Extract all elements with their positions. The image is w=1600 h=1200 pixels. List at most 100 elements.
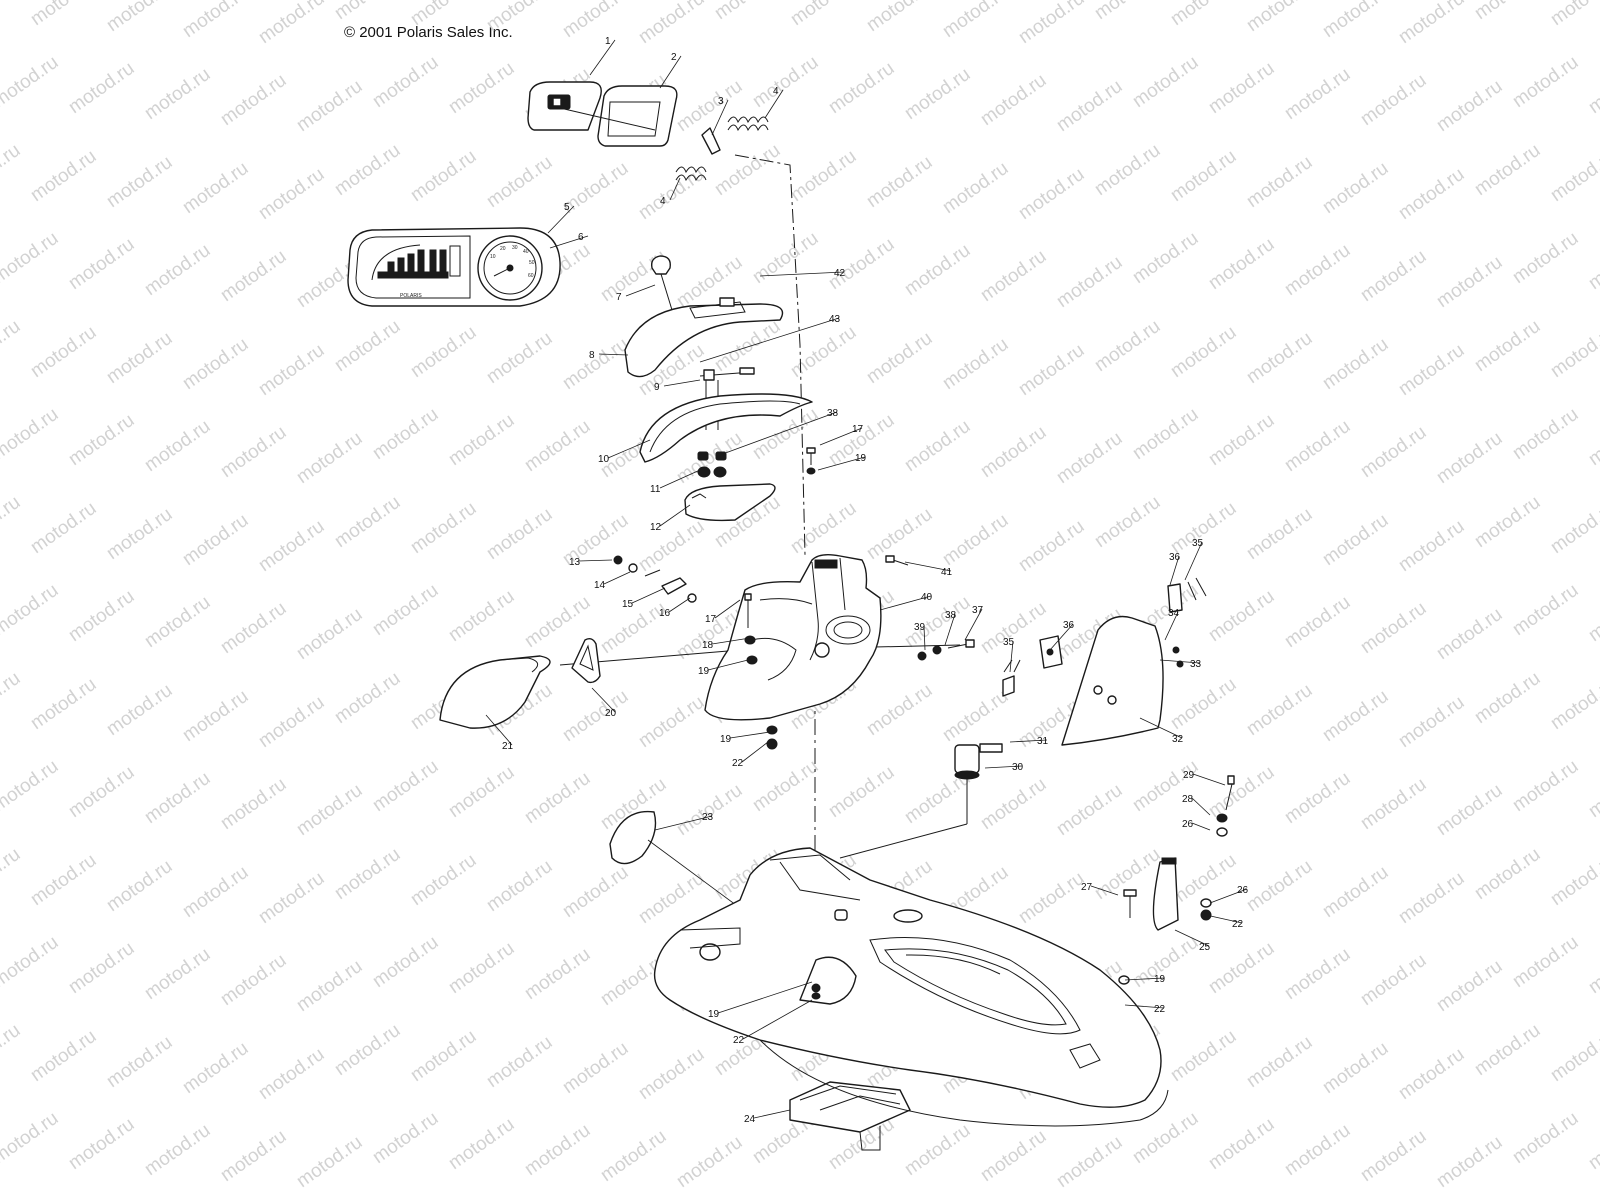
callout-leader-3 [711,99,729,136]
watermark-text: motod.ru [1053,780,1126,840]
rear-view-mirror [439,655,551,729]
callout-leader-24 [753,1109,791,1119]
watermark-text: motod.ru [331,0,404,24]
watermark-text: motod.ru [1433,76,1506,136]
watermark-text: motod.ru [483,504,556,564]
callout-label-8: 8 [589,350,595,361]
watermark-text: motod.ru [1319,334,1392,394]
watermark-text: motod.ru [179,1038,252,1098]
callout-leader-1 [589,39,616,76]
small-hardware-13-16 [613,555,697,603]
callout-leader-5 [547,205,575,234]
callout-leader-19 [707,659,749,671]
watermark-text: motod.ru [1281,944,1354,1004]
watermark-text: motod.ru [1357,950,1430,1010]
watermark-text: motod.ru [787,498,860,558]
instrument-gauge-cluster: 10 20 30 40 50 60 POLARIS [347,227,561,307]
callout-label-23: 23 [702,812,714,823]
watermark-text: motod.ru [179,510,252,570]
callout-label-36: 36 [1169,552,1181,563]
callout-leader-19 [729,731,771,739]
callout-label-42: 42 [834,268,846,279]
watermark-text: motod.ru [483,328,556,388]
watermark-text: motod.ru [559,158,632,218]
hull-deck [653,847,1169,1127]
callout-label-12: 12 [650,522,662,533]
watermark-text: motod.ru [1205,1114,1278,1174]
watermark-text: motod.ru [521,944,594,1004]
watermark-text: motod.ru [0,228,62,288]
watermark-text: motod.ru [369,404,442,464]
watermark-text: motod.ru [293,1132,366,1192]
watermark-text: motod.ru [65,234,138,294]
watermark-text: motod.ru [1585,762,1600,822]
watermark-text: motod.ru [483,856,556,916]
start-switch-housing [527,81,602,131]
watermark-text: motod.ru [1281,768,1354,828]
upper-console-cover [624,297,784,378]
callout-label-19: 19 [855,453,867,464]
callout-leader-8 [598,353,629,356]
watermark-text: motod.ru [407,1026,480,1086]
callout-label-22: 22 [1232,919,1244,930]
watermark-text: motod.ru [939,0,1012,42]
watermark-text: motod.ru [1091,316,1164,376]
watermark-text: motod.ru [977,70,1050,130]
watermark-text: motod.ru [1129,1108,1202,1168]
callout-label-25: 25 [1199,942,1211,953]
watermark-text: motod.ru [559,0,632,42]
callout-label-26: 26 [1237,885,1249,896]
watermark-text: motod.ru [255,164,328,224]
watermark-text: motod.ru [559,686,632,746]
watermark-text: motod.ru [1547,498,1600,558]
watermark-text: motod.ru [1547,850,1600,910]
callout-leader-19 [817,456,866,471]
watermark-text: motod.ru [293,956,366,1016]
watermark-text: motod.ru [1471,844,1544,904]
watermark-text: motod.ru [863,504,936,564]
watermark-text: motod.ru [1433,1132,1506,1192]
callout-leader-2 [659,55,682,89]
watermark-text: motod.ru [0,932,62,992]
callout-leader-29 [1192,773,1226,786]
watermark-text: motod.ru [27,1026,100,1086]
callout-label-4: 4 [660,196,666,207]
watermark-text: motod.ru [445,1114,518,1174]
watermark-text: motod.ru [141,1120,214,1180]
watermark-text: motod.ru [1167,1026,1240,1086]
callout-label-33: 33 [1190,659,1202,670]
watermark-text: motod.ru [0,756,62,816]
watermark-text: motod.ru [445,938,518,998]
callout-leader-14 [603,571,631,585]
watermark-text: motod.ru [445,762,518,822]
watermark-text: motod.ru [27,674,100,734]
watermark-text: motod.ru [293,428,366,488]
callout-label-21: 21 [502,741,514,752]
callout-leader-7 [625,284,656,297]
watermark-text: motod.ru [103,504,176,564]
watermark-text: motod.ru [0,844,24,904]
watermark-text: motod.ru [1015,868,1088,928]
callout-leader-4 [669,177,681,201]
watermark-text: motod.ru [635,692,708,752]
watermark-text: motod.ru [1433,780,1506,840]
clip-3 [701,127,721,155]
watermark-text: motod.ru [1547,146,1600,206]
watermark-text: motod.ru [1509,52,1582,112]
callout-label-15: 15 [622,599,634,610]
watermark-text: motod.ru [255,1044,328,1104]
watermark-text: motod.ru [0,316,24,376]
watermark-text: motod.ru [1129,932,1202,992]
watermark-text: motod.ru [65,1114,138,1174]
callout-label-2: 2 [671,52,677,63]
watermark-text: motod.ru [331,1020,404,1080]
watermark-text: motod.ru [369,756,442,816]
watermark-text: motod.ru [749,228,822,288]
watermark-text: motod.ru [217,246,290,306]
callout-leader-42 [759,271,845,277]
watermark-text: motod.ru [673,1132,746,1192]
watermark-text: motod.ru [0,0,24,24]
watermark-text: motod.ru [787,0,860,30]
watermark-text: motod.ru [977,246,1050,306]
watermark-text: motod.ru [711,0,784,24]
